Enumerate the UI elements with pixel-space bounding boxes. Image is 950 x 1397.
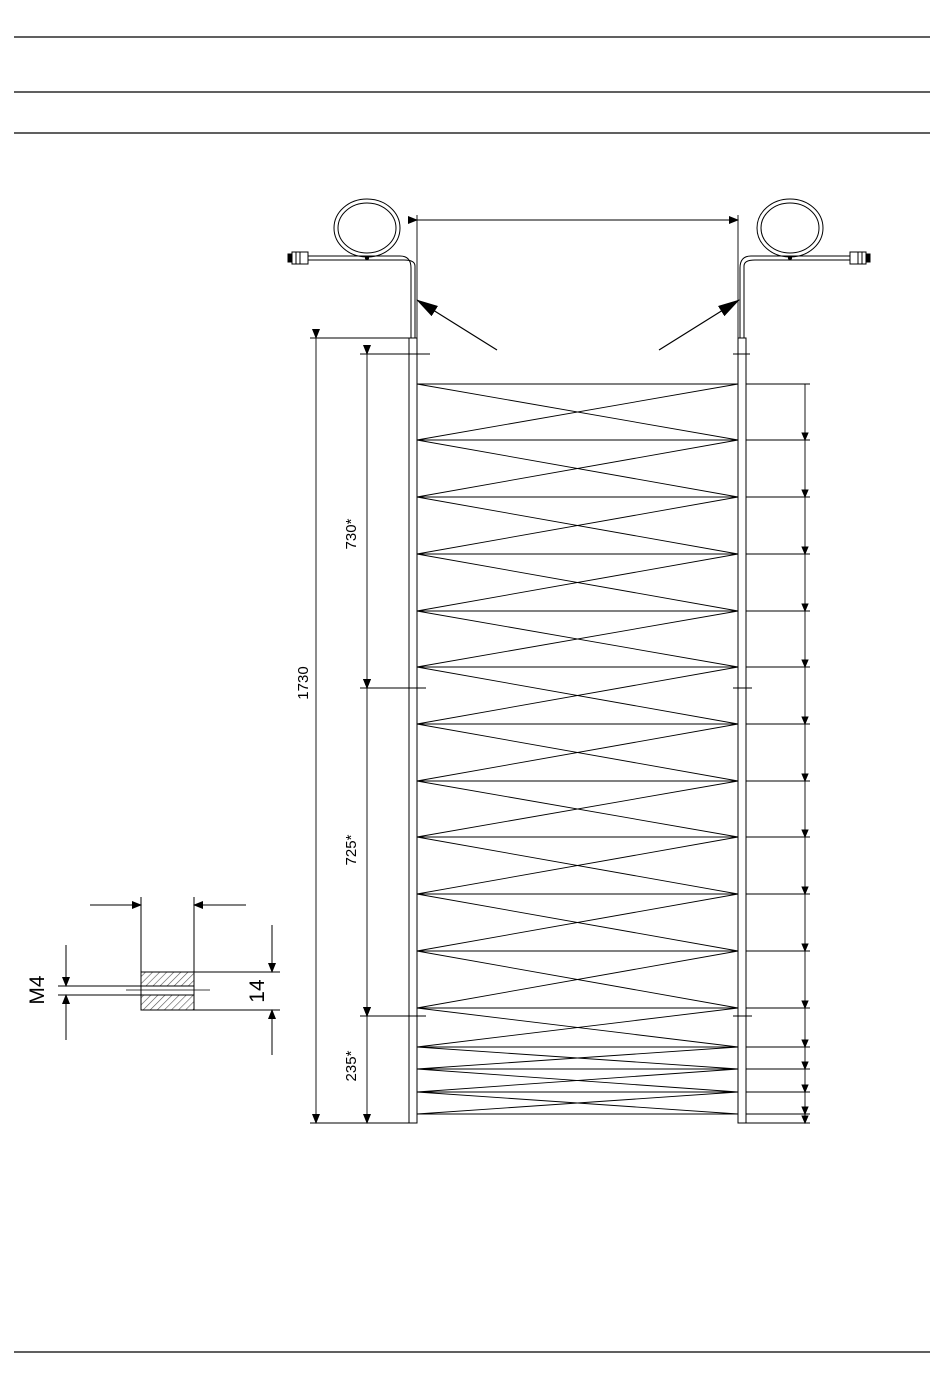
overall-height-label: 1730	[295, 666, 312, 699]
mounting-block-lower	[141, 995, 194, 1010]
dimension-tick	[802, 830, 808, 837]
overall-height-dimension	[310, 338, 409, 1123]
left-cable-coil	[334, 199, 400, 257]
block-height-label: 14	[246, 979, 269, 1003]
dimension-tick	[802, 547, 808, 554]
leader-arrow-right	[659, 300, 739, 350]
left-cable-connector	[288, 199, 415, 338]
mounting-block-upper	[141, 972, 194, 986]
dimension-tick	[802, 1116, 808, 1123]
left-pipe	[405, 338, 430, 1123]
dimension-tick	[802, 1040, 808, 1047]
mounting-block-detail	[58, 897, 280, 1055]
middle-segment-label: 725*	[343, 834, 360, 865]
dimension-tick	[802, 660, 808, 667]
dimension-tick	[802, 717, 808, 724]
right-dimension-chain	[746, 384, 810, 1123]
top-width-dimension	[417, 215, 738, 338]
dimension-tick	[802, 604, 808, 611]
right-cable-connector	[740, 199, 870, 338]
dimension-tick	[802, 433, 808, 440]
leader-arrows	[417, 300, 739, 350]
dimension-tick	[802, 1085, 808, 1092]
thread-label: M4	[26, 975, 49, 1004]
dimension-tick	[802, 887, 808, 894]
right-pipe	[733, 338, 752, 1123]
dimension-tick	[802, 1001, 808, 1008]
page-frame-lines	[14, 37, 930, 1352]
dimension-tick	[802, 1107, 808, 1114]
right-cable-coil	[757, 199, 823, 257]
dimension-tick	[802, 944, 808, 951]
leader-arrow-left	[417, 300, 497, 350]
segment-dimensions	[360, 354, 405, 1123]
dimension-tick	[802, 490, 808, 497]
dimension-tick	[802, 1062, 808, 1069]
rung-grid	[417, 384, 738, 1114]
upper-segment-label: 730*	[343, 518, 360, 549]
dimension-tick	[802, 774, 808, 781]
lower-segment-label: 235*	[343, 1050, 360, 1081]
